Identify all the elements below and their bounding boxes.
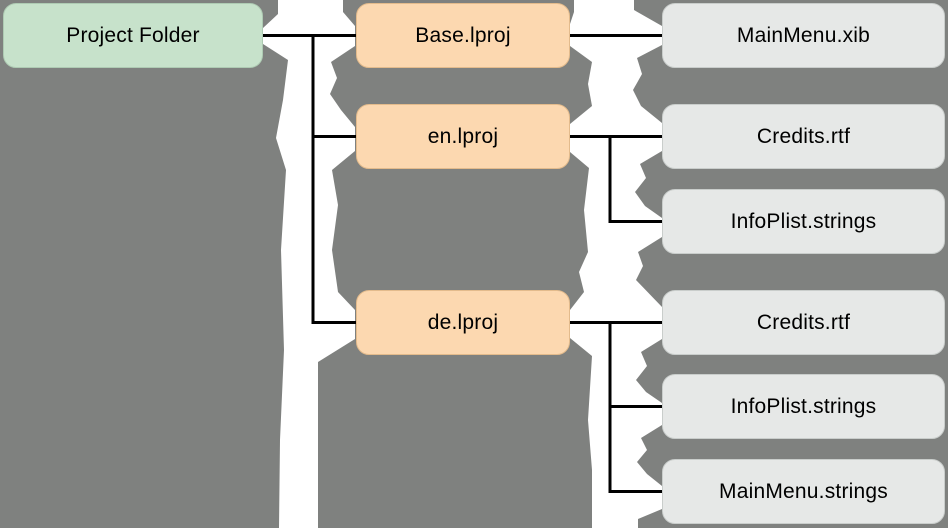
node-credits-rtf-en: Credits.rtf xyxy=(662,104,945,169)
node-credits-rtf-de: Credits.rtf xyxy=(662,290,945,355)
node-infoplist-strings-en-label: InfoPlist.strings xyxy=(730,209,877,233)
tear-strip-right xyxy=(570,0,662,528)
node-mainmenu-strings-de-label: MainMenu.strings xyxy=(719,479,888,503)
node-en-lproj: en.lproj xyxy=(356,104,570,169)
connector-lines xyxy=(262,34,663,493)
node-infoplist-strings-de-label: InfoPlist.strings xyxy=(730,394,877,418)
node-en-lproj-label: en.lproj xyxy=(427,124,499,148)
node-de-lproj: de.lproj xyxy=(356,290,570,355)
node-base-lproj-label: Base.lproj xyxy=(415,23,511,47)
node-credits-rtf-de-label: Credits.rtf xyxy=(756,310,851,334)
node-mainmenu-xib: MainMenu.xib xyxy=(662,3,945,68)
node-infoplist-strings-de: InfoPlist.strings xyxy=(662,374,945,439)
node-project-folder: Project Folder xyxy=(3,3,263,68)
node-de-lproj-label: de.lproj xyxy=(427,310,499,334)
node-infoplist-strings-en: InfoPlist.strings xyxy=(662,189,945,254)
node-mainmenu-xib-label: MainMenu.xib xyxy=(736,23,871,47)
node-credits-rtf-en-label: Credits.rtf xyxy=(756,124,851,148)
tear-strip-left xyxy=(263,0,355,528)
node-mainmenu-strings-de: MainMenu.strings xyxy=(662,459,945,524)
node-project-folder-label: Project Folder xyxy=(66,23,200,47)
node-base-lproj: Base.lproj xyxy=(356,3,570,68)
